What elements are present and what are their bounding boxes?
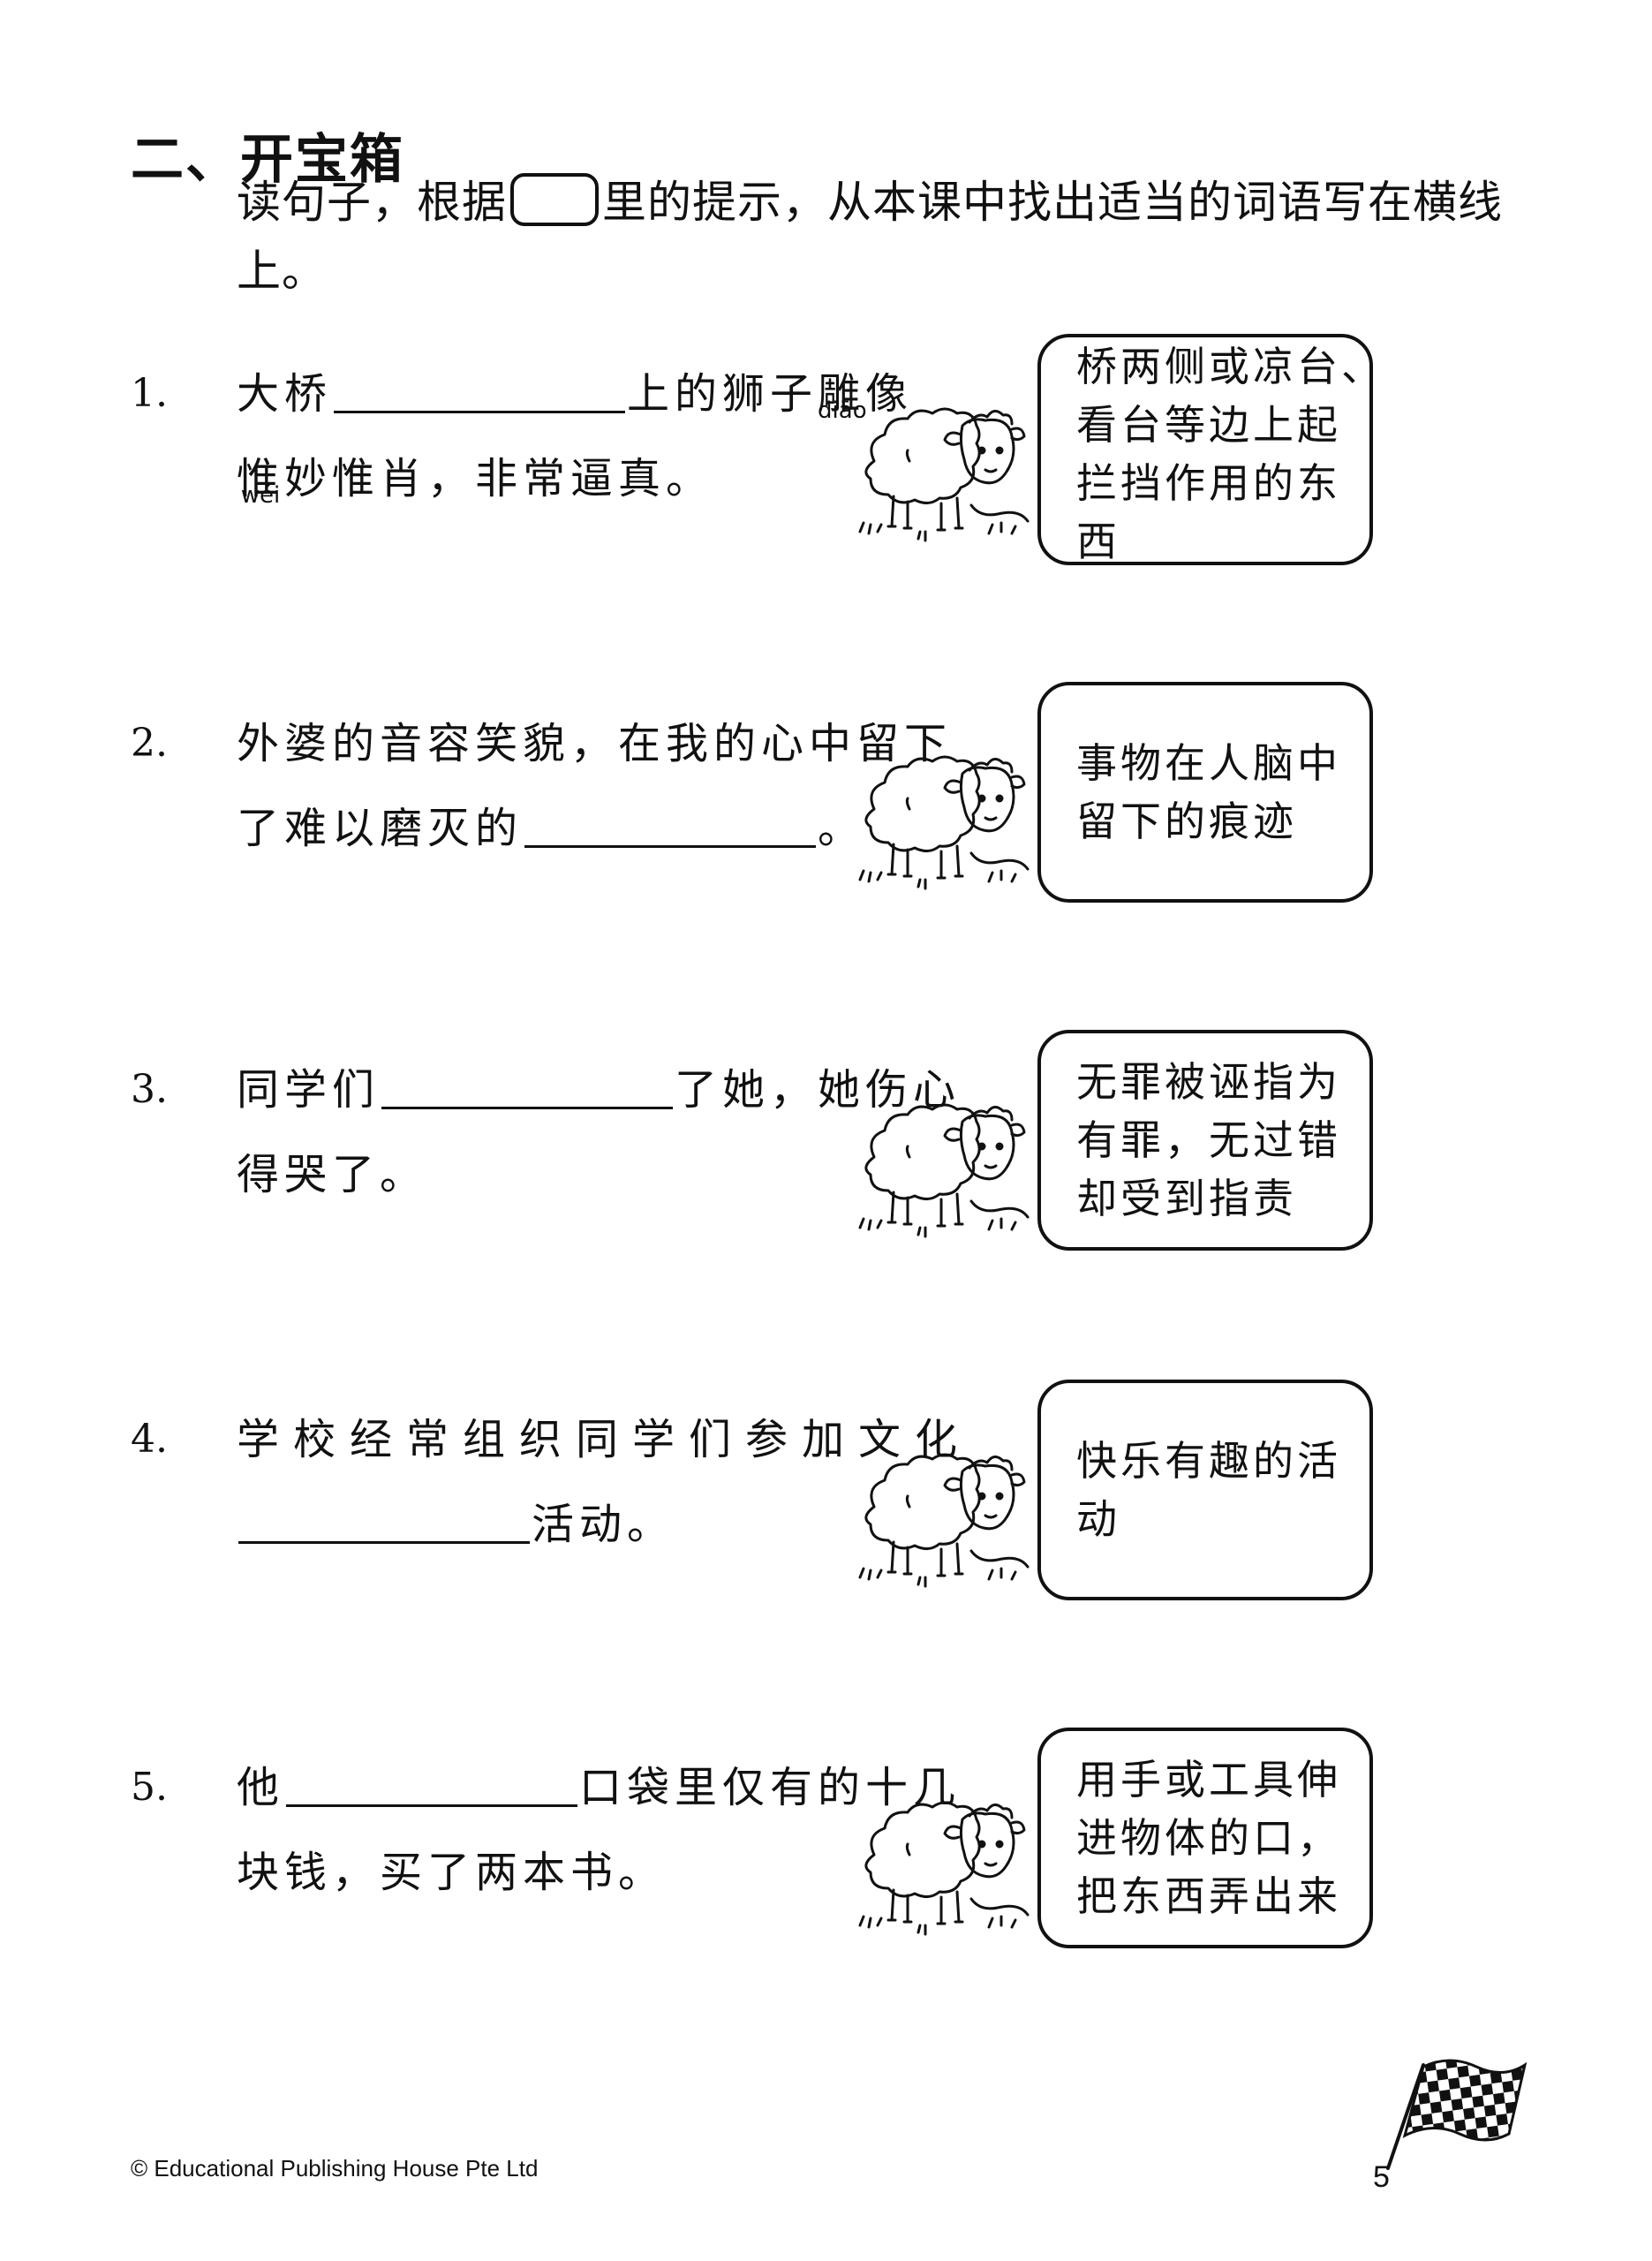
sentence-text: 口袋里仅有的十几 [579, 1763, 962, 1812]
question-number: 5. [131, 1765, 168, 1810]
annotated-char: 惟 [237, 454, 285, 503]
instruction-part-1: 读句子，根据 [237, 177, 507, 228]
question-sentence: 外婆的音容笑貌，在我的心中留下 了难以磨灭的 。 [237, 701, 953, 871]
hint-line: 却受到指责 [1076, 1175, 1297, 1222]
hint-line: 留下的痕迹 [1076, 798, 1297, 845]
hint-bubble: 桥两侧或凉台、 看台等边上起 拦挡作用的东 西 [1037, 334, 1385, 565]
question-number: 3. [131, 1067, 168, 1112]
sheep-icon [856, 399, 1033, 549]
sentence-text: 了她，她伤心 [675, 1065, 962, 1115]
answer-blank[interactable] [334, 375, 626, 413]
hint-line: 快乐有趣的活 [1076, 1437, 1341, 1485]
section-title: 二、开宝箱 [131, 129, 404, 191]
sentence-text: 像 [865, 369, 914, 419]
sentence-text: 外婆的音容笑貌，在我的心中留下 [237, 719, 953, 768]
sentence-text: 了难以磨灭的 [237, 804, 524, 853]
hint-line: 动 [1076, 1495, 1120, 1543]
question-5: 5. 他口袋里仅有的十几 块钱，买了两本书。 [131, 1745, 1543, 1984]
instruction-part-2: 里的提示，从本课中找出适当的词语写在横线上。 [237, 177, 1503, 297]
hint-line: 桥两侧或凉台、 [1076, 343, 1385, 390]
hint-bubble: 事物在人脑中 留下的痕迹 [1037, 682, 1373, 903]
sentence-text: 。 [818, 804, 866, 853]
sheep-icon [856, 1445, 1033, 1595]
hint-line: 看台等边上起 [1076, 401, 1341, 449]
question-number: 2. [131, 721, 168, 766]
sheep-icon [856, 1793, 1033, 1943]
question-number: 4. [131, 1417, 168, 1462]
hint-line: 用手或工具伸 [1076, 1756, 1341, 1804]
answer-blank[interactable] [286, 1769, 578, 1807]
pinyin-label: diāo [818, 397, 867, 424]
answer-blank[interactable] [238, 1506, 530, 1544]
checkered-flag-icon [1386, 2059, 1528, 2170]
hint-line: 有罪，无过错 [1076, 1116, 1341, 1164]
sentence-text: 同学们 [237, 1065, 381, 1115]
annotated-char: 雕 [818, 369, 866, 419]
hint-line: 事物在人脑中 [1076, 739, 1341, 787]
sheep-icon [856, 1095, 1033, 1245]
sentence-text: 他 [237, 1763, 285, 1812]
question-4: 4. 学校经常组织同学们参加文化 活动。 [131, 1397, 1543, 1636]
instruction-text: 读句子，根据里的提示，从本课中找出适当的词语写在横线上。 [237, 168, 1543, 306]
hint-line: 拦挡作用的东 [1076, 459, 1341, 507]
sentence-text: 块钱，买了两本书。 [237, 1848, 667, 1897]
hint-line: 无罪被诬指为 [1076, 1058, 1341, 1106]
question-2: 2. 外婆的音容笑貌，在我的心中留下 了难以磨灭的 。 [131, 701, 1543, 940]
hint-bubble: 无罪被诬指为 有罪，无过错 却受到指责 [1037, 1030, 1373, 1251]
hint-box-symbol [510, 173, 599, 226]
sentence-text: 活动。 [532, 1500, 675, 1549]
sentence-text: 大桥 [237, 369, 333, 419]
answer-blank[interactable] [524, 810, 817, 848]
page-number: 5 [1373, 2160, 1390, 2194]
sentence-text: 上的狮子 [627, 369, 818, 419]
pinyin-label: wéi [240, 482, 281, 509]
question-sentence: 学校经常组织同学们参加文化 活动。 [237, 1397, 972, 1567]
hint-bubble: 快乐有趣的活 动 [1037, 1380, 1373, 1600]
question-3: 3. 同学们了她，她伤心 得哭了。 [131, 1047, 1543, 1286]
hint-bubble: 用手或工具伸 进物体的口， 把东西弄出来 [1037, 1728, 1373, 1948]
hint-line: 进物体的口， [1076, 1814, 1341, 1862]
question-sentence: 同学们了她，她伤心 得哭了。 [237, 1047, 955, 1217]
copyright-notice: © Educational Publishing House Pte Ltd [131, 2155, 539, 2182]
sentence-text: 妙惟肖，非常逼真。 [284, 454, 714, 503]
hint-line: 把东西弄出来 [1076, 1872, 1341, 1920]
hint-line: 西 [1076, 518, 1120, 565]
sheep-icon [856, 747, 1033, 897]
sentence-text: 得哭了。 [237, 1150, 428, 1199]
answer-blank[interactable] [381, 1071, 674, 1109]
sentence-text: 学校经常组织同学们参加文化 [237, 1415, 972, 1464]
question-sentence: 他口袋里仅有的十几 块钱，买了两本书。 [237, 1745, 955, 1915]
question-number: 1. [131, 371, 168, 416]
